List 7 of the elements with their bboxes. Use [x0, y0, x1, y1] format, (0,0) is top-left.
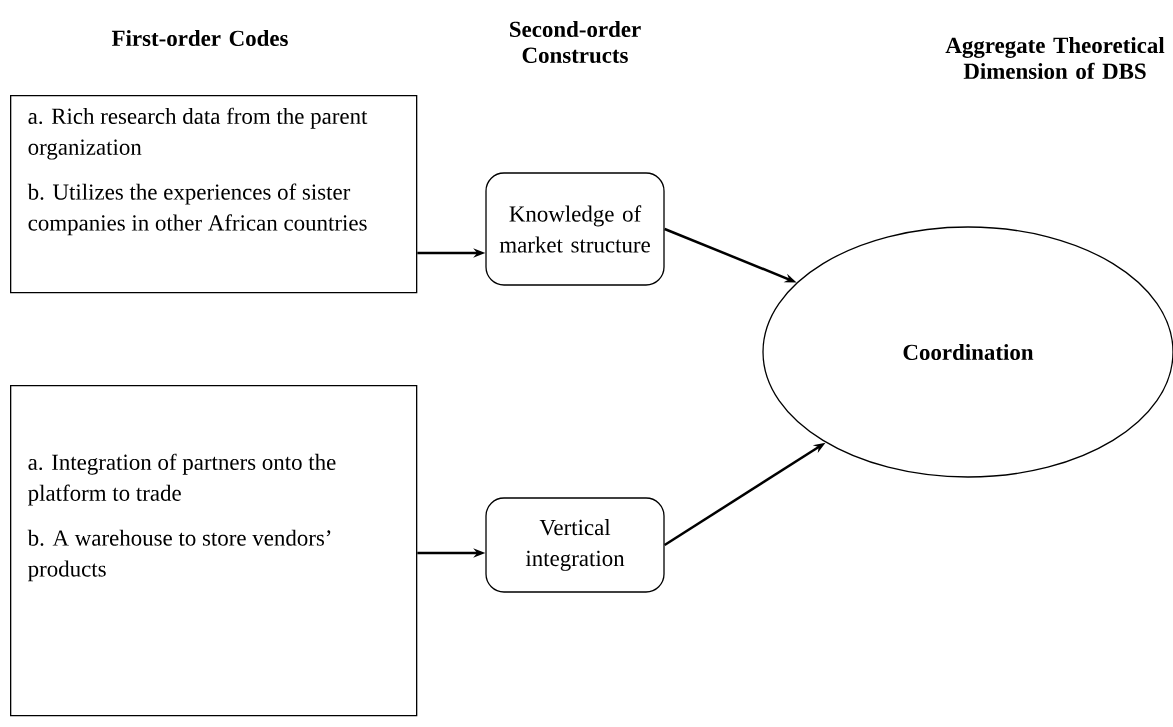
column-heading: Aggregate Theoretical Dimension of DBS	[945, 37, 1165, 79]
text-box: a. Integration of partners onto the platform to trade b. A warehouse to store vendors’ products	[10, 385, 418, 717]
rounded-box: Vertical integration	[485, 497, 665, 593]
text-box: a. Rich research data from the parent organization b. Utilizes the experiences of sister companies in other African countries	[10, 95, 418, 294]
rounded-box: Knowledge of market structure	[485, 172, 665, 286]
column-heading: First-order Codes	[111, 29, 288, 47]
column-heading: Second-order Constructs	[510, 20, 641, 64]
